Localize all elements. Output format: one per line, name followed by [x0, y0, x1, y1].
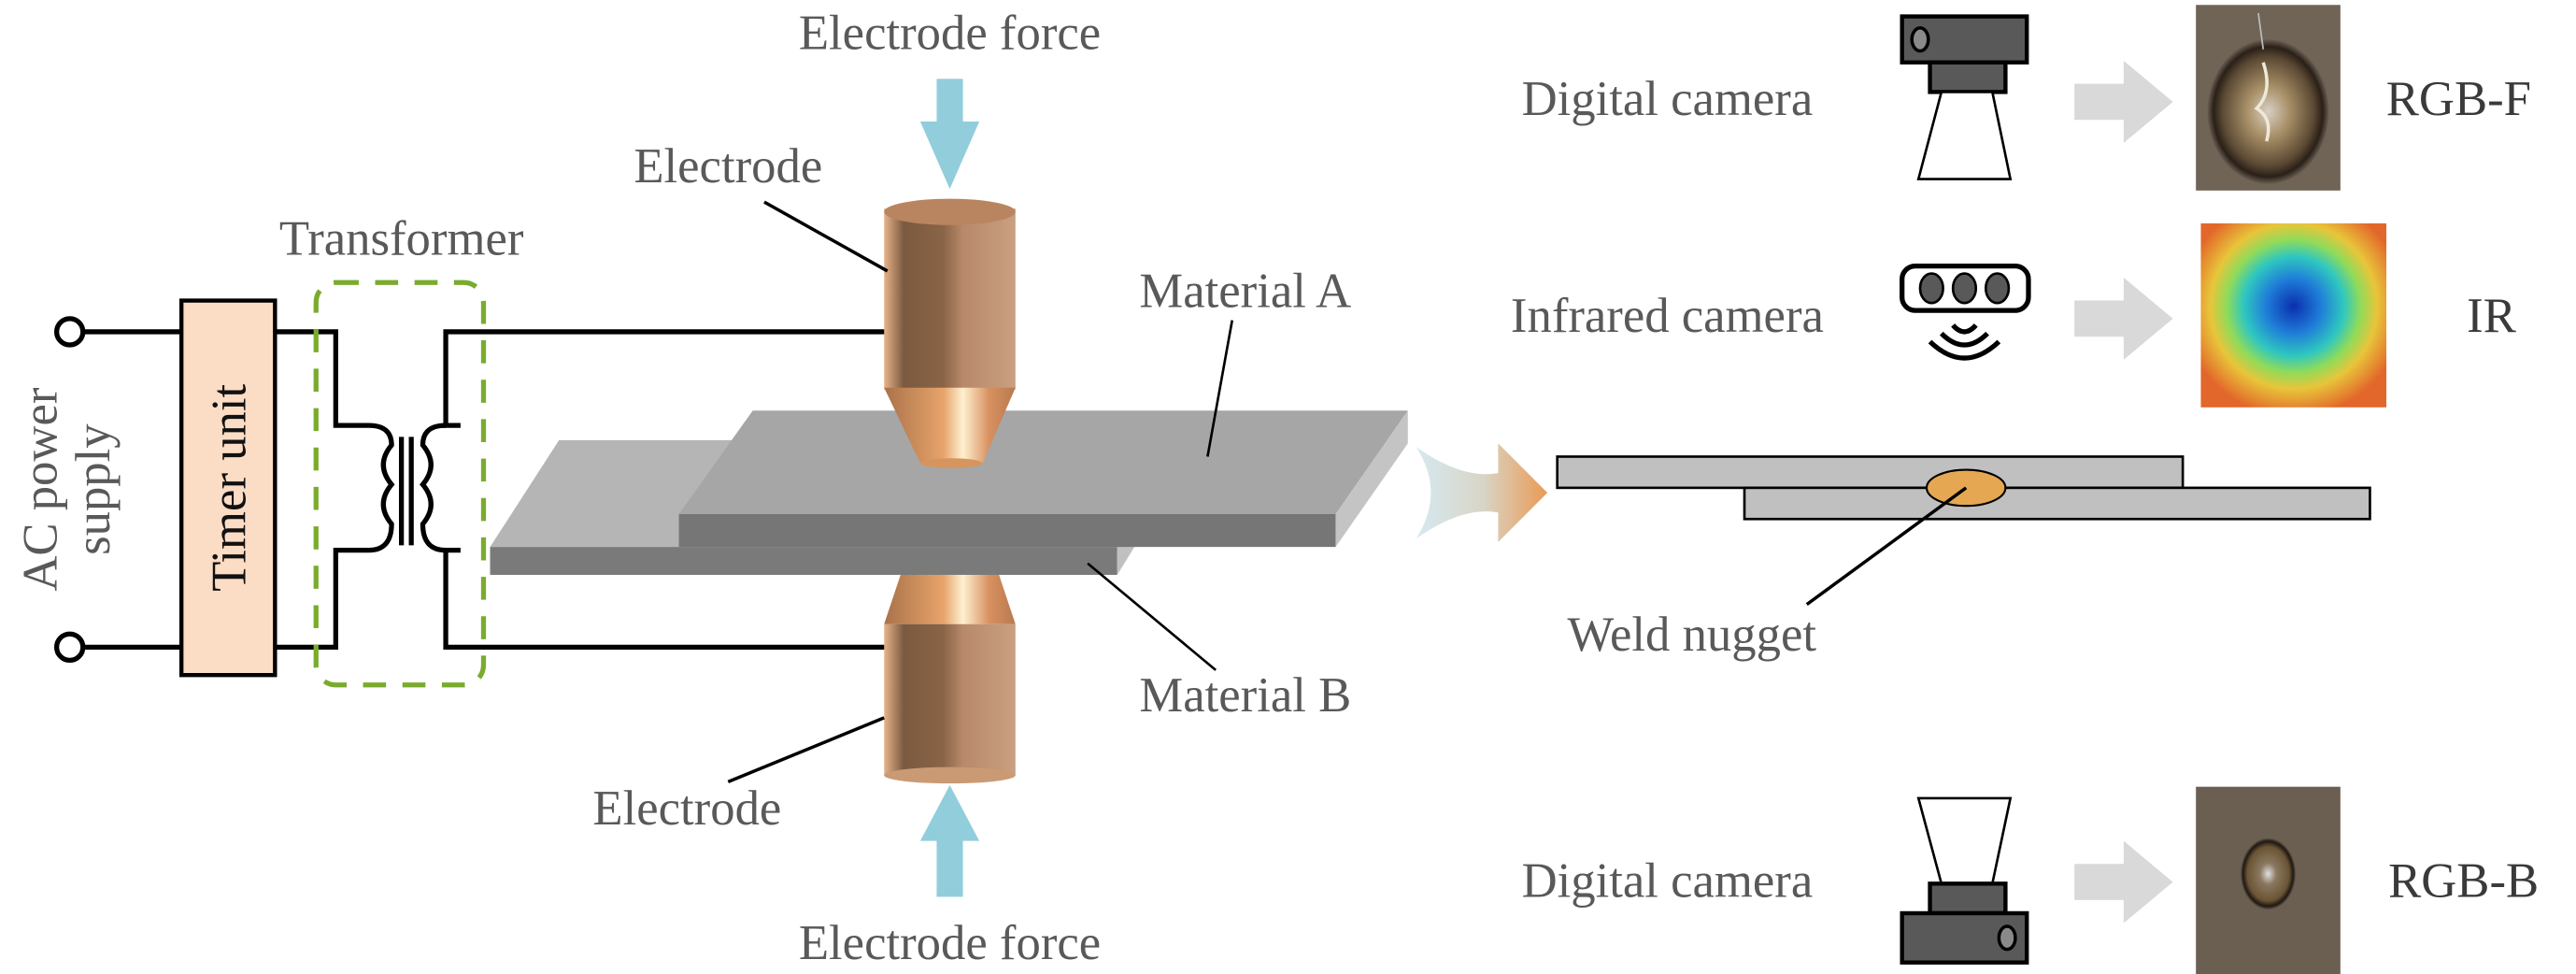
cross-section-sheet-b [1743, 486, 2371, 521]
force-arrow-up-icon [919, 784, 980, 897]
electrode-bottom-label: Electrode [592, 781, 781, 836]
electrode-bottom [884, 575, 1016, 784]
rgb-f-image [2196, 5, 2341, 191]
transformer: Transformer [279, 211, 524, 688]
sensor-output-label: IR [2467, 289, 2517, 343]
secondary-coil-icon [420, 423, 447, 553]
camera-down-icon [1900, 14, 2029, 180]
sensor-name: Digital camera [1522, 853, 1814, 908]
ir-image [2200, 222, 2387, 408]
electrode-force-top-label: Electrode force [799, 7, 1101, 61]
timer-unit: Timer unit [178, 298, 278, 678]
transition-arrow-icon [1416, 443, 1548, 542]
force-arrow-down-icon [919, 79, 980, 190]
sensor-row-rgb-b: Digital camera RGB-B [1522, 786, 2539, 974]
rgb-b-image [2196, 786, 2341, 974]
power-supply: AC power supply [14, 316, 121, 664]
weld-nugget-label: Weld nugget [1567, 608, 1816, 662]
weld-nugget [1925, 468, 2007, 508]
infrared-camera-icon [1900, 264, 2031, 361]
material-a-plate [678, 410, 1408, 548]
electrode-force-bottom-label: Electrode force [799, 916, 1101, 970]
sensor-output-label: RGB-B [2388, 853, 2539, 908]
arrow-right-icon [2074, 277, 2173, 360]
sensor-name: Digital camera [1522, 72, 1814, 126]
sensor-name: Infrared camera [1511, 289, 1824, 343]
timer-unit-box [178, 298, 278, 678]
terminal-bottom [53, 631, 86, 664]
terminal-top [53, 316, 86, 348]
sensor-row-ir: Infrared camera IR [1511, 222, 2517, 408]
timer-unit-label: Timer unit [203, 383, 257, 591]
material-b-label: Material B [1139, 668, 1351, 723]
cross-section: Weld nugget [1556, 455, 2371, 662]
sensor-row-rgb-f: Digital camera RGB-F [1522, 5, 2531, 191]
arrow-right-icon [2074, 61, 2173, 143]
primary-coil-icon [368, 423, 395, 553]
material-a-label: Material A [1139, 265, 1351, 319]
electrode-top [884, 198, 1016, 468]
arrow-right-icon [2074, 840, 2173, 924]
power-supply-label-2: supply [66, 423, 121, 555]
camera-up-icon [1900, 796, 2029, 965]
power-supply-label: AC power [14, 387, 68, 592]
cross-section-sheet-a [1556, 455, 2185, 490]
electrode-top-label: Electrode [633, 139, 822, 193]
transformer-label: Transformer [279, 211, 524, 265]
sensor-output-label: RGB-F [2386, 72, 2531, 126]
